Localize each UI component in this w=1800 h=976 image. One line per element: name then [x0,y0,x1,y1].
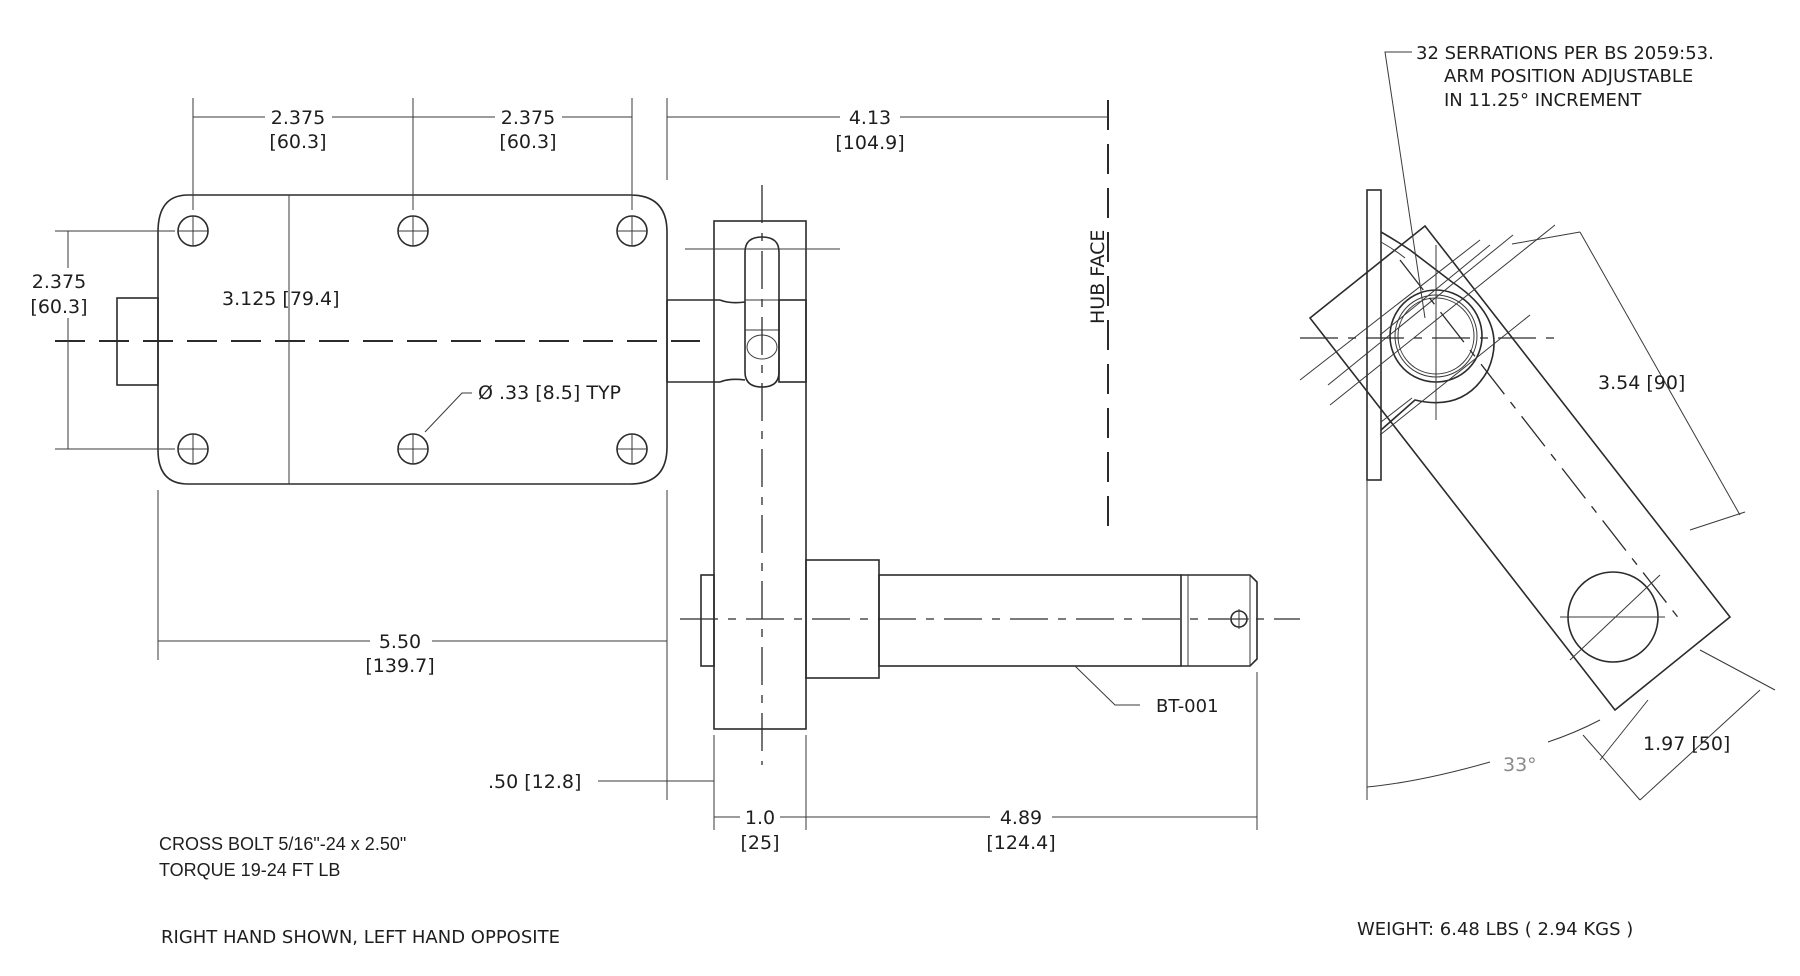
notes: 32 SERRATIONS PER BS 2059:53. ARM POSITI… [159,43,1714,948]
angle-arc [1366,761,1491,788]
serrations-note-line-1: 32 SERRATIONS PER BS 2059:53. [1416,43,1714,64]
shaft-threaded-end [1181,574,1258,667]
rotated-arm-view [1299,51,1776,801]
dim-hole-spacing-2-mm: [60.3] [499,131,556,153]
mounting-holes [177,215,648,465]
dim-shaft-length-mm: [124.4] [986,832,1055,854]
weight-note: WEIGHT: 6.48 LBS ( 2.94 KGS ) [1357,919,1633,940]
dim-hole-spacing-1: 2.375 [271,107,325,129]
dim-hole-spacing-1-mm: [60.3] [269,131,326,153]
shaft-body [878,574,1182,667]
part-label: BT-001 [1156,696,1219,717]
mounting-hole [397,433,429,465]
dim-plate-width: 5.50 [379,631,421,653]
hub-collar [778,299,807,383]
dim-vertical-spacing-mm: [60.3] [30,296,87,318]
hub-face-label: HUB FACE [1087,230,1109,324]
cross-bolt-hole [1229,609,1249,629]
mounting-hole [177,433,209,465]
torque-note: TORQUE 19-24 FT LB [159,860,340,880]
dim-plate-width-mm: [139.7] [365,655,434,677]
mounting-hole [397,215,429,247]
side-view [598,98,1300,830]
dim-arm-thickness-mm: [25] [740,832,779,854]
dim-gap: .50 [12.8] [488,771,581,793]
dim-vertical-spacing: 2.375 [32,271,86,293]
dim-hub-offset-mm: [104.9] [835,132,904,154]
hand-note: RIGHT HAND SHOWN, LEFT HAND OPPOSITE [161,927,560,948]
serrations-note-line-2: ARM POSITION ADJUSTABLE [1444,66,1693,87]
dim-arm-width: 1.97 [50] [1643,733,1730,755]
mounting-hole [616,215,648,247]
cross-bolt-note: CROSS BOLT 5/16"-24 x 2.50" [159,834,406,854]
dim-hole-spacing-2: 2.375 [501,107,555,129]
dim-angle: 33° [1503,754,1537,776]
end-plate [1366,189,1382,481]
rotated-arm-body [1308,224,1732,712]
mounting-hole [616,433,648,465]
mounting-plate-view [55,98,720,800]
mounting-hole [177,215,209,247]
dim-arm-thickness: 1.0 [745,807,775,829]
dimension-labels: 2.375 [60.3] 2.375 [60.3] 2.375 [60.3] 3… [30,107,1730,854]
arm-body [713,220,807,730]
dim-hub-offset: 4.13 [849,107,891,129]
dim-hole-diameter: Ø .33 [8.5] TYP [478,382,621,404]
dim-shaft-length: 4.89 [1000,807,1042,829]
dim-arm-center: 3.54 [90] [1598,372,1685,394]
dim-plate-height: 3.125 [79.4] [222,288,340,310]
mounting-plate-outline [157,194,668,485]
serrations-note-line-3: IN 11.25° INCREMENT [1444,90,1642,111]
hub-stub [666,299,720,383]
shaft-inner-stub [700,574,715,667]
